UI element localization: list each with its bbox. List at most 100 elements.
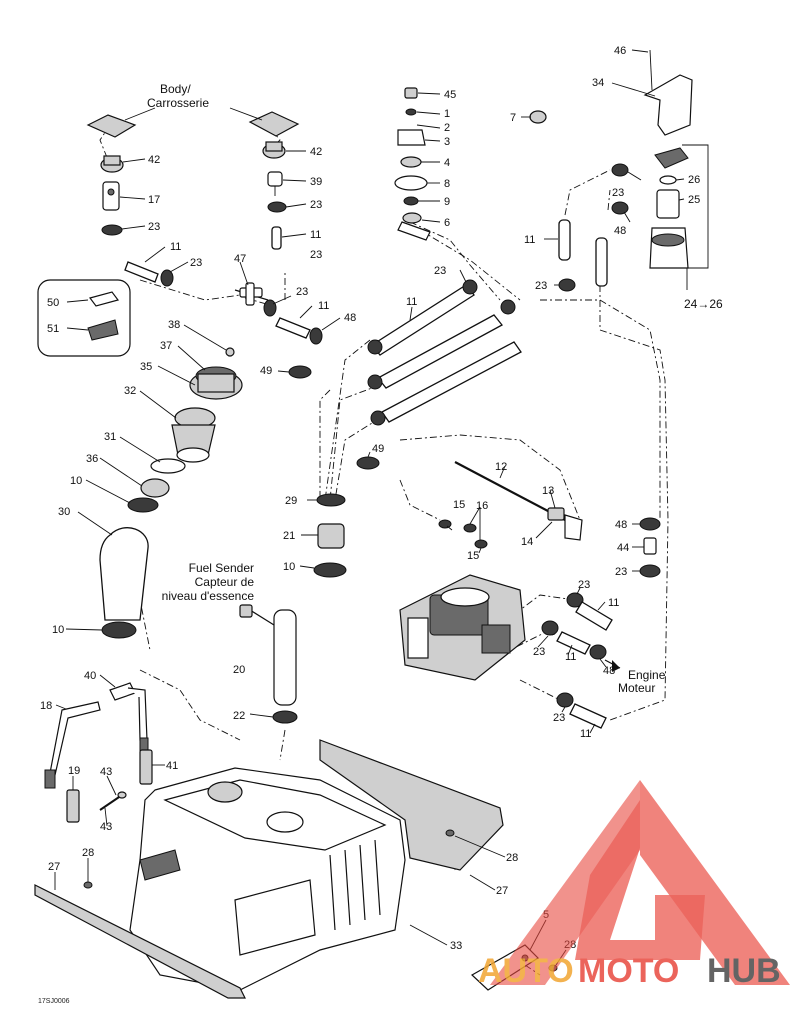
bracket-34 <box>643 49 693 136</box>
bolt-43 <box>99 791 127 811</box>
hose-11-long-2 <box>377 314 503 389</box>
clamp-10-top <box>127 497 159 513</box>
fuel-tank-33 <box>129 767 406 991</box>
clamp-48-long <box>367 339 383 355</box>
body-label-en: Body/ <box>160 82 191 96</box>
heat-shield-plate <box>319 739 504 871</box>
shaft-12 <box>454 461 566 521</box>
hose-11-long-3 <box>381 341 522 423</box>
callout-23-d: 23 <box>310 249 322 261</box>
callout-37: 37 <box>160 340 172 352</box>
clamp-10-sender <box>313 562 347 578</box>
callout-11-a: 11 <box>170 241 181 253</box>
carburetor-assembly <box>399 574 526 681</box>
callout-49-a: 49 <box>260 365 272 377</box>
filler-hose-30 <box>99 527 149 621</box>
callout-11-e: 11 <box>406 296 417 308</box>
fuel-sender-label: Fuel Sender Capteur de niveau d'essence <box>162 561 255 603</box>
callout-48-a: 48 <box>614 225 626 237</box>
callout-15-a: 15 <box>453 499 465 511</box>
fuel-sender-en: Fuel Sender <box>189 561 254 575</box>
callout-48-b: 48 <box>344 312 356 324</box>
callout-23-a: 23 <box>148 221 160 233</box>
clamp-23-side <box>558 278 576 292</box>
clamp-49-lower <box>356 456 380 470</box>
callout-47: 47 <box>234 253 246 265</box>
hose-11-left <box>124 261 159 283</box>
clamp-23-carb-1 <box>566 592 584 608</box>
callout-43-b: 43 <box>100 821 112 833</box>
grommet-42-right <box>262 141 286 159</box>
callout-46: 46 <box>614 45 626 57</box>
callout-11-h: 11 <box>580 728 591 740</box>
callout-51: 51 <box>47 323 59 335</box>
callout-3: 3 <box>444 136 450 148</box>
callout-45: 45 <box>444 89 456 101</box>
engine-arrow <box>604 659 621 672</box>
clamp-10-bottom <box>101 621 137 639</box>
nut-7 <box>529 110 547 124</box>
callout-7: 7 <box>510 112 516 124</box>
clamp-48-mid <box>309 327 323 345</box>
callout-49-b: 49 <box>372 443 384 455</box>
callout-23-h: 23 <box>296 286 308 298</box>
vent-valve-stack <box>394 87 431 241</box>
tee-fitting-47 <box>234 282 269 306</box>
clamp-23-pump <box>611 163 629 177</box>
engine-en: Engine <box>628 668 666 682</box>
fittings-44-48 <box>639 517 661 578</box>
clamp-23-right <box>267 201 287 213</box>
callout-35: 35 <box>140 361 152 373</box>
callout-31: 31 <box>104 431 116 443</box>
callout-23-b: 23 <box>190 257 202 269</box>
callout-43-a: 43 <box>100 766 112 778</box>
automotohub-watermark: AUTO MOTO HUB <box>478 780 790 990</box>
hose-11-carb-3 <box>569 703 607 729</box>
drawing-code: 17SJ0006 <box>38 998 70 1005</box>
grommet-42-left <box>100 155 124 173</box>
callout-36: 36 <box>86 453 98 465</box>
callout-23-c: 23 <box>310 199 322 211</box>
bracket-17 <box>102 181 120 211</box>
clamp-23-left-hose <box>160 269 174 287</box>
callout-18: 18 <box>40 700 52 712</box>
callout-11-b: 11 <box>310 229 321 241</box>
callout-26: 26 <box>688 174 700 186</box>
callout-48-d: 48 <box>603 665 615 677</box>
hose-11-carb-2 <box>556 631 591 655</box>
fuel-sender-fr2: niveau d'essence <box>162 589 255 603</box>
callout-19: 19 <box>68 765 80 777</box>
clamp-49-upper <box>288 365 312 379</box>
callout-41: 41 <box>166 760 178 772</box>
fitting-13-14 <box>547 507 583 541</box>
seal-22 <box>272 710 298 724</box>
hose-11-pump-right <box>595 237 608 287</box>
bracket-19 <box>66 789 80 823</box>
strap-40 <box>109 682 149 759</box>
screw-28-right <box>445 829 455 837</box>
callout-6: 6 <box>444 217 450 229</box>
body-label-fr: Carrosserie <box>147 96 209 110</box>
callout-10-b: 10 <box>283 561 295 573</box>
callout-15-b: 15 <box>467 550 479 562</box>
clamp-long-3 <box>370 410 386 426</box>
callout-4: 4 <box>444 157 450 169</box>
watermark-triangle-icon <box>490 780 790 985</box>
callout-42-right: 42 <box>310 146 322 158</box>
callout-9: 9 <box>444 196 450 208</box>
clamp-23-carb-3 <box>556 692 574 708</box>
callout-33: 33 <box>450 940 462 952</box>
clamp-23-carb-2 <box>541 620 559 636</box>
filler-cap-35-37 <box>189 366 243 400</box>
fuel-pump-assembly <box>649 147 689 269</box>
callout-1: 1 <box>444 108 450 120</box>
body-mount-pad-left <box>86 114 137 138</box>
callout-12: 12 <box>495 461 507 473</box>
callout-8: 8 <box>444 178 450 190</box>
watermark-moto: MOTO <box>578 952 679 990</box>
engine-fr: Moteur <box>618 681 655 695</box>
callout-23-f: 23 <box>434 265 446 277</box>
callout-34: 34 <box>592 77 604 89</box>
callout-20: 20 <box>233 664 245 676</box>
